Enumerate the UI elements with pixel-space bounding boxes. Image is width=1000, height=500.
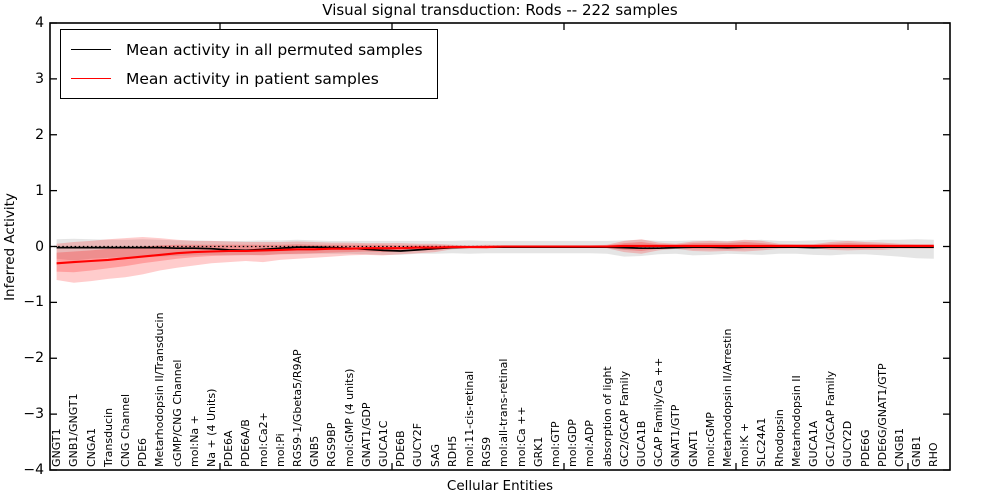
- x-tick-label: GNAT1: [686, 429, 700, 467]
- y-tick-label: 4: [35, 15, 44, 31]
- x-tick-label: PDE6A: [222, 430, 236, 467]
- x-tick-label: PDE6: [136, 437, 150, 467]
- x-tick-label: CNGA1: [84, 428, 98, 467]
- x-tick-label: Metarhodopsin II/Arrestin: [720, 328, 734, 467]
- x-tick-label: SAG: [428, 443, 442, 467]
- patient-mean-line: [56, 244, 934, 265]
- x-axis-label: Cellular Entities: [446, 478, 554, 494]
- legend-entry-patient: Mean activity in patient samples: [71, 64, 423, 93]
- x-tick-label: GUCA1C: [376, 420, 390, 467]
- legend-label-patient: Mean activity in patient samples: [126, 69, 379, 88]
- x-tick-label: GC2/GCAP Family: [617, 370, 631, 467]
- x-tick-label: GNB1: [910, 435, 924, 467]
- y-tick-label: −1: [23, 294, 44, 311]
- x-tick-label: mol:Na +: [187, 415, 201, 467]
- legend-entry-permuted: Mean activity in all permuted samples: [71, 35, 423, 64]
- y-tick-label: 2: [35, 126, 44, 143]
- x-tick-label: PDE6A/B: [239, 419, 253, 467]
- x-tick-label: GUCY2F: [411, 422, 425, 467]
- x-tick-label: Transducin: [101, 407, 115, 467]
- x-tick-label: Na + (4 Units): [204, 388, 218, 467]
- chart-title: Visual signal transduction: Rods -- 222 …: [322, 1, 678, 19]
- x-tick-label: GUCA1A: [806, 420, 820, 467]
- x-tick-label: GNAT1/GTP: [669, 404, 683, 467]
- x-tick-label: RHO: [927, 442, 941, 467]
- x-tick-label: GNGT1: [50, 428, 64, 467]
- x-tick-label: absorption of light: [600, 366, 614, 467]
- x-tick-label: mol:K +: [738, 422, 752, 467]
- y-tick-label: −2: [23, 350, 44, 367]
- legend-line-permuted-icon: [71, 49, 111, 50]
- x-tick-label: Metarhodopsin II: [789, 375, 803, 467]
- x-tick-label: RGS9-1/Gbeta5/R9AP: [290, 349, 304, 467]
- x-tick-label: GNB1/GNGT1: [67, 393, 81, 467]
- x-tick-label: mol:all-trans-retinal: [497, 358, 511, 467]
- x-tick-label: GNAT1/GDP: [359, 402, 373, 467]
- x-tick-label: mol:Pi: [273, 433, 287, 467]
- x-tick-label: GCAP Family/Ca ++: [652, 357, 666, 467]
- legend-line-patient-icon: [71, 78, 111, 79]
- legend: Mean activity in all permuted samples Me…: [60, 29, 438, 99]
- x-tick-label: GUCA1B: [634, 420, 648, 467]
- x-tick-label: CNGB1: [892, 428, 906, 467]
- x-tick-label: PDE6G: [858, 429, 872, 467]
- x-tick-label: GUCY2D: [841, 420, 855, 467]
- x-tick-label: RGS9BP: [325, 422, 339, 467]
- x-tick-label: mol:GDP: [566, 419, 580, 467]
- y-tick-label: 3: [35, 70, 44, 87]
- x-tick-label: SLC24A1: [755, 417, 769, 467]
- y-tick-label: −4: [23, 462, 44, 478]
- x-tick-label: mol:GTP: [548, 421, 562, 467]
- y-tick-label: 0: [35, 238, 44, 255]
- x-tick-label: PDE6B: [394, 430, 408, 467]
- x-tick-label: Rhodopsin: [772, 409, 786, 467]
- x-tick-label: PDE6G/GNAT1/GTP: [875, 363, 889, 467]
- x-tick-label: mol:11-cis-retinal: [462, 370, 476, 467]
- x-tick-label: GRK1: [531, 436, 545, 467]
- x-tick-label: RDH5: [445, 435, 459, 467]
- permuted-samples-range-area: [56, 238, 934, 261]
- x-tick-label: GC1/GCAP Family: [824, 370, 838, 467]
- y-tick-label: 1: [35, 182, 44, 199]
- x-tick-label: cGMP/CNG Channel: [170, 359, 184, 468]
- x-tick-label: RGS9: [480, 436, 494, 467]
- y-tick-label: −3: [23, 406, 44, 423]
- legend-label-permuted: Mean activity in all permuted samples: [126, 40, 423, 59]
- x-tick-label: Metarhodopsin II/Transducin: [153, 312, 167, 467]
- x-tick-label: mol:Ca2+: [256, 412, 270, 467]
- x-tick-label: mol:GMP (4 units): [342, 368, 356, 467]
- x-tick-label: mol:Ca ++: [514, 406, 528, 467]
- x-tick-label: mol:ADP: [583, 420, 597, 467]
- x-tick-label: GNB5: [308, 435, 322, 467]
- x-tick-label: CNG Channel: [118, 393, 132, 467]
- x-tick-label: mol:cGMP: [703, 412, 717, 467]
